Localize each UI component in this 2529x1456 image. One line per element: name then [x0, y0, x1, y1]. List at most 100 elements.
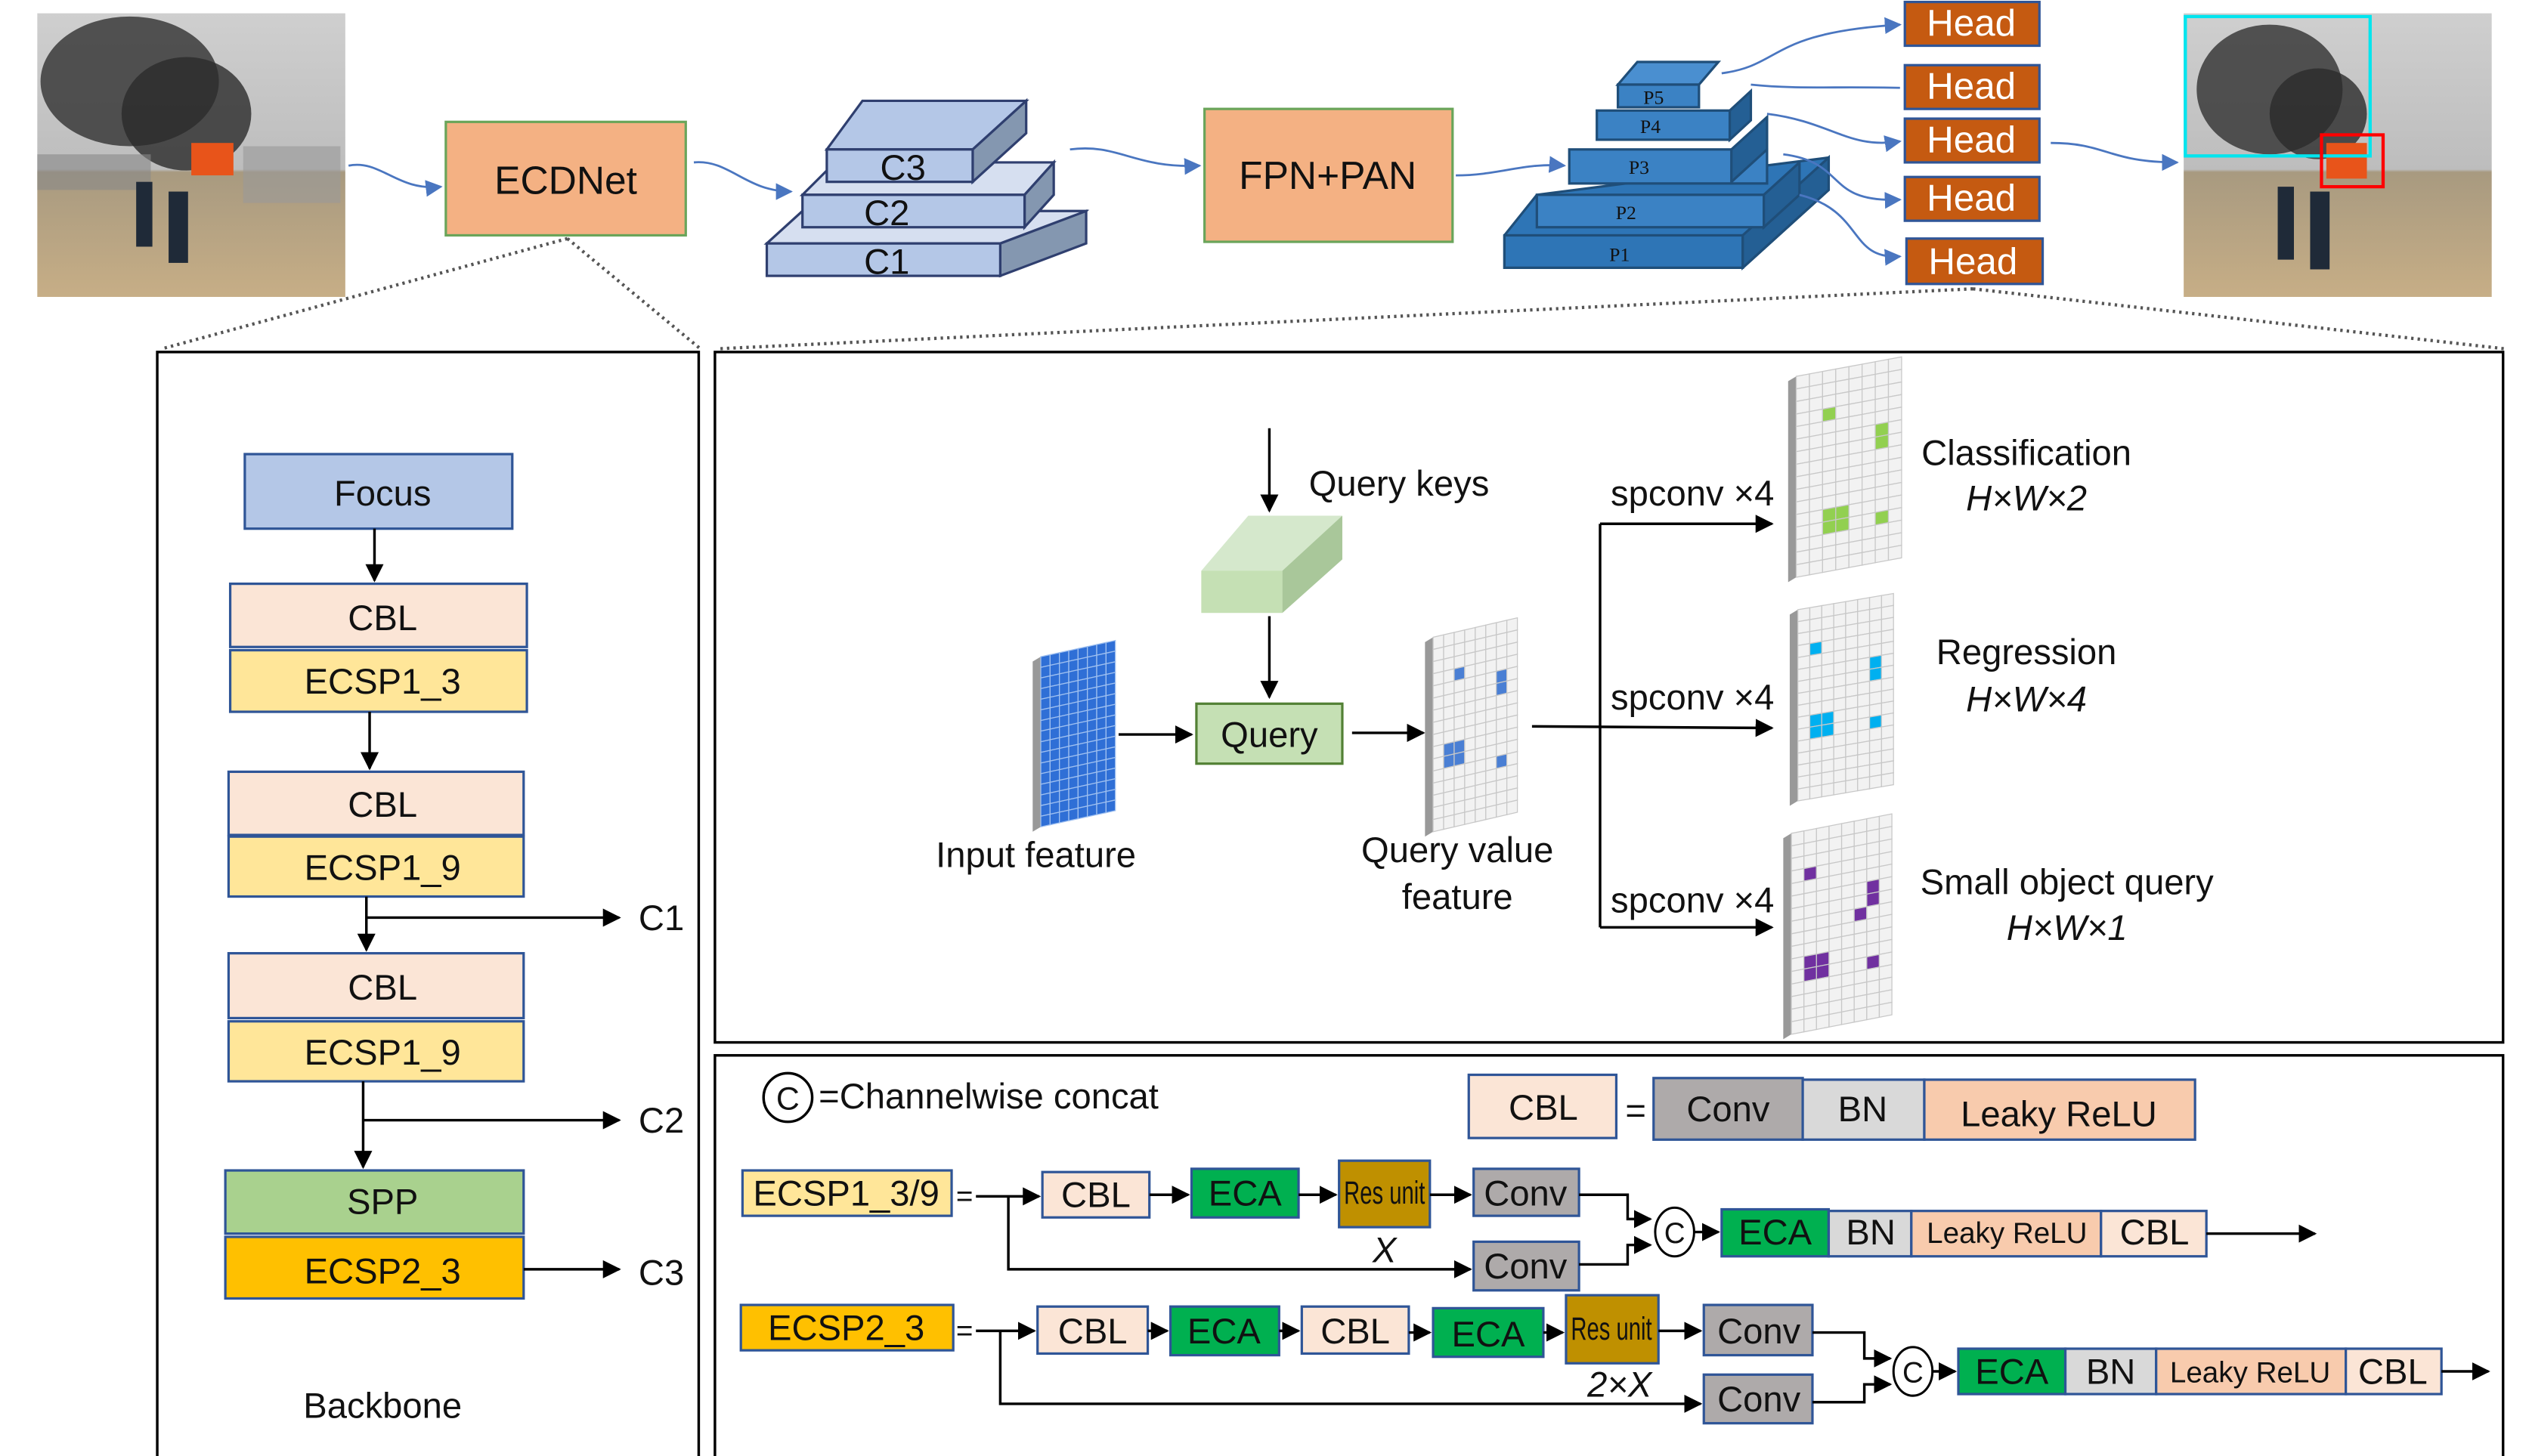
grid-cell: [1797, 786, 1811, 802]
smoke-bbox: [2184, 14, 2372, 158]
grid-cell: [1506, 799, 1518, 816]
grid-cell: [1821, 782, 1834, 798]
classification-label: Classification: [1921, 432, 2131, 472]
grid-cell: [1833, 780, 1846, 796]
grid-cell: [1059, 809, 1069, 824]
grid-cell: [1068, 807, 1079, 822]
svg-text:=: =: [956, 1315, 974, 1347]
ecsp-label: ECSP1_3: [305, 661, 461, 701]
feature-map-edge: [1032, 657, 1042, 832]
svg-text:CBL: CBL: [1320, 1311, 1390, 1351]
grid-cell: [1857, 776, 1871, 792]
fpn-pan-label: FPN+PAN: [1239, 153, 1416, 197]
grid-cell: [1866, 1003, 1880, 1021]
cbl-label: CBL: [348, 784, 417, 824]
ecsp1-label: ECSP1_3/9: [753, 1173, 939, 1213]
ecsp2-structure: ECSP2_3 = CBL ECA CBL ECA Res unit 2×X C…: [739, 1294, 2490, 1425]
output-detection-image: [2184, 13, 2492, 297]
svg-text:BN: BN: [1846, 1212, 1896, 1252]
spp-label: SPP: [347, 1181, 418, 1221]
small-object-query-label: Small object query: [1921, 862, 2214, 902]
svg-text:CBL: CBL: [1509, 1087, 1578, 1127]
zoom-guide-backbone: [161, 236, 701, 351]
grid-cell: [1443, 814, 1455, 830]
head-label: Head: [1927, 119, 2016, 160]
ecsp1-structure: ECSP1_3/9 = CBL ECA Res unit X Conv Conv…: [741, 1159, 2317, 1292]
grid-cell: [1496, 802, 1508, 818]
svg-text:C: C: [776, 1081, 800, 1118]
grid-cell: [1822, 556, 1837, 573]
query-keys-label: Query keys: [1309, 463, 1490, 503]
concat-legend-text: =Channelwise concat: [819, 1076, 1159, 1116]
classification-map: [1788, 356, 1902, 583]
grid-cell: [1464, 809, 1476, 825]
p4-label: P4: [1640, 116, 1661, 138]
input-feature-map: [1032, 639, 1116, 832]
svg-text:ECA: ECA: [1209, 1173, 1283, 1213]
p2-label: P2: [1616, 202, 1636, 224]
grid-cell: [1880, 771, 1894, 788]
svg-text:ECA: ECA: [1451, 1314, 1525, 1354]
svg-text:ECA: ECA: [1187, 1311, 1261, 1351]
classification-shape: H×W×2: [1966, 478, 2087, 518]
grid-cell: [1077, 805, 1088, 820]
c3-output-label: C3: [639, 1253, 684, 1293]
regression-label: Regression: [1936, 632, 2117, 672]
cbl-label: CBL: [348, 598, 417, 638]
fire-bbox: [2320, 133, 2385, 189]
ecsp2-label: ECSP2_3: [768, 1308, 924, 1348]
feature-map-edge: [1425, 637, 1434, 837]
head-box: Head: [1903, 117, 2041, 164]
grid-cell: [1096, 801, 1107, 816]
head-label: Head: [1927, 178, 2016, 219]
head-box: Head: [1905, 237, 2045, 286]
grid-cell: [1840, 1009, 1855, 1025]
fpn-pan-box: FPN+PAN: [1203, 107, 1454, 243]
p1-label: P1: [1609, 244, 1630, 266]
head-box: Head: [1903, 175, 2041, 222]
grid-cell: [1848, 552, 1863, 568]
query-value-feature-map: [1425, 617, 1518, 837]
svg-text:CBL: CBL: [1061, 1175, 1131, 1215]
svg-text:ECA: ECA: [1738, 1212, 1812, 1252]
ecsp-label: ECSP1_9: [305, 847, 461, 887]
grid-cell: [1803, 1016, 1817, 1033]
grid-cell: [1828, 1011, 1843, 1028]
svg-text:=: =: [956, 1180, 974, 1213]
repeat-label: 2×X: [1586, 1365, 1653, 1405]
legend-cbl: CBL = Conv BN Leaky ReLU: [1467, 1073, 2196, 1141]
svg-text:CBL: CBL: [1058, 1311, 1128, 1351]
grid-cell: [1887, 544, 1902, 561]
spp-box: [224, 1169, 525, 1235]
svg-text:Leaky ReLU: Leaky ReLU: [1961, 1093, 2157, 1133]
p5-label: P5: [1643, 87, 1664, 109]
small-object-query-map: [1783, 813, 1893, 1040]
svg-text:Conv: Conv: [1686, 1089, 1770, 1129]
grid-cell: [1853, 1006, 1868, 1023]
spconv-label: spconv ×4: [1611, 879, 1774, 920]
grid-cell: [1791, 1019, 1805, 1035]
grid-cell: [1040, 813, 1051, 828]
backbone-title: Backbone: [303, 1386, 462, 1426]
query-box: [1195, 702, 1344, 765]
grid-cell: [1485, 804, 1497, 821]
ecsp-label: ECSP1_9: [305, 1032, 461, 1072]
head-label: Head: [1927, 66, 2016, 107]
flow-arrow: [1456, 156, 1567, 177]
svg-text:CBL: CBL: [2120, 1212, 2190, 1252]
grid-cell: [1795, 561, 1810, 578]
zoom-guide-head: [718, 287, 2506, 351]
small-object-query-shape: H×W×1: [2007, 907, 2128, 947]
res-unit-label: Res unit: [1571, 1311, 1651, 1347]
res-unit-label: Res unit: [1344, 1175, 1425, 1211]
svg-text:Conv: Conv: [1484, 1173, 1568, 1213]
ecsp-box: [227, 1020, 525, 1083]
svg-text:=: =: [1625, 1090, 1646, 1130]
input-image: [37, 13, 345, 297]
c3-label: C3: [881, 147, 926, 187]
head-label: Head: [1927, 2, 2016, 44]
cbl-box: [227, 952, 525, 1020]
ecsp2-label: ECSP2_3: [305, 1251, 461, 1291]
c-feature-stack: C3 C2 C1: [763, 97, 1090, 281]
grid-cell: [1874, 547, 1890, 564]
